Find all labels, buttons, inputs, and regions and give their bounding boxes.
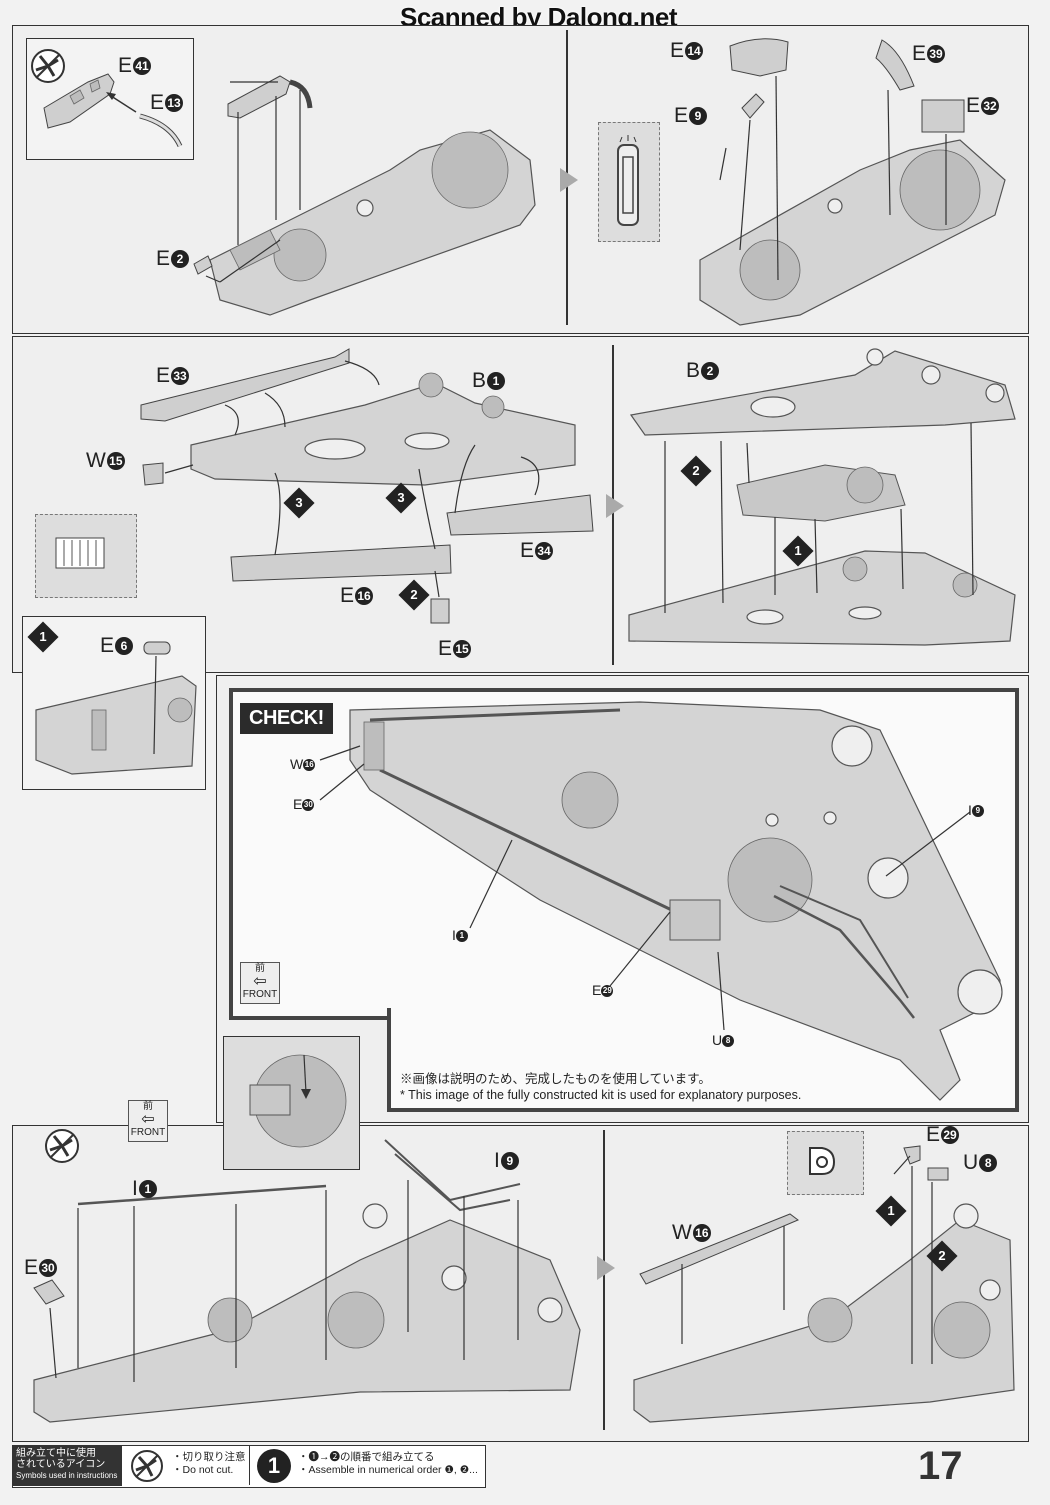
next-step-arrow-icon	[560, 168, 578, 192]
hull-assembly-6	[633, 1145, 1015, 1423]
hull-assembly-5	[33, 1139, 581, 1423]
hull-assembly-4	[628, 348, 1016, 646]
front-arrow-icon: ⇦	[141, 1111, 155, 1128]
part-e29-detail	[809, 1147, 836, 1175]
hull-check-view	[319, 701, 1003, 1101]
next-step-arrow-icon	[606, 494, 624, 518]
detail-photo	[249, 1054, 347, 1148]
part-e9-detail	[617, 135, 639, 226]
part-e6-inset	[35, 641, 197, 775]
step-number-icon: 2	[926, 1240, 958, 1272]
no-cut-icon	[31, 49, 65, 83]
hull-assembly-1	[193, 75, 536, 316]
step-number-icon: 3	[385, 482, 417, 514]
step-number-icon: 3	[283, 487, 315, 519]
page-number: 17	[918, 1444, 963, 1488]
next-step-arrow-icon	[597, 1256, 615, 1280]
part-w15-detail	[55, 537, 105, 569]
panel-divider	[603, 1130, 605, 1430]
front-direction-sign: 前 ⇦ FRONT	[240, 962, 280, 1004]
hull-assembly-3	[140, 348, 594, 624]
step-number-icon: 2	[398, 579, 430, 611]
no-cut-icon	[131, 1450, 163, 1482]
footer-order-note: ・❶→❷の順番で組み立てる ・Assemble in numerical ord…	[298, 1451, 478, 1476]
footer-cut-note: ・切り取り注意 ・Do not cut.	[172, 1451, 246, 1476]
footer-divider	[249, 1446, 250, 1485]
front-arrow-icon: ⇦	[253, 973, 267, 990]
part-e41-e13-inset	[43, 73, 183, 148]
step-number-icon: 2	[680, 455, 712, 487]
hull-assembly-2	[699, 38, 1006, 326]
step-number-icon: 1	[875, 1195, 907, 1227]
check-note: ※画像は説明のため、完成したものを使用しています。 * This image o…	[400, 1072, 802, 1102]
step-number-icon: 1	[782, 535, 814, 567]
step-number-icon: 1	[257, 1449, 291, 1483]
check-badge: CHECK!	[240, 703, 333, 734]
footer-legend-title: 組み立て中に使用 されているアイコン Symbols used in instr…	[12, 1445, 122, 1486]
front-direction-sign: 前 ⇦ FRONT	[128, 1100, 168, 1142]
no-cut-icon	[45, 1129, 79, 1163]
